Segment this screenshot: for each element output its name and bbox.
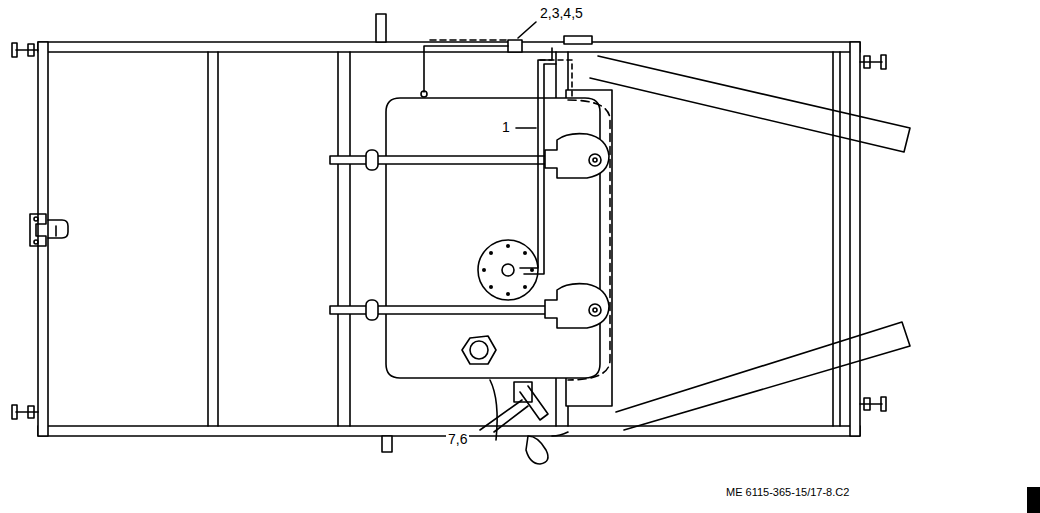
callout-number: 1 xyxy=(500,120,512,135)
callout-number: 7,6 xyxy=(446,432,469,447)
figure-id: ME 6115-365-15/17-8.C2 xyxy=(724,486,851,498)
callout-number: 2,3,4,5 xyxy=(538,6,585,21)
page-marker xyxy=(1027,487,1040,513)
